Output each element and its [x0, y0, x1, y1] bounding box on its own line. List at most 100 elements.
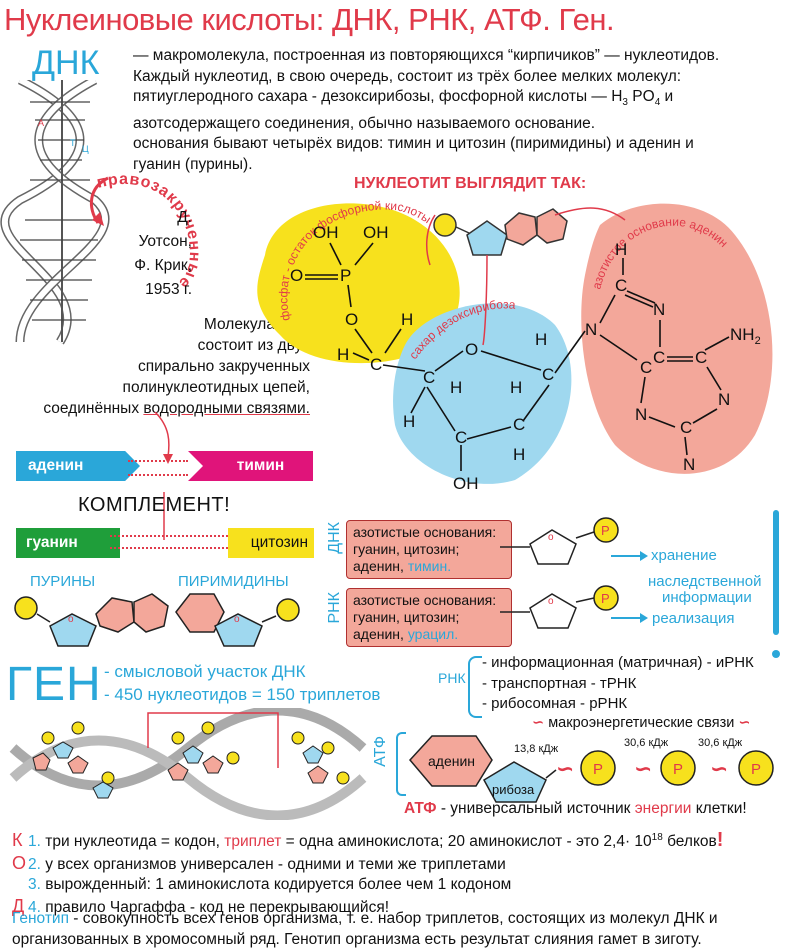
intro-line: основания бывают четырёх видов: тимин и … — [133, 135, 694, 153]
energy-label: 30,6 кДж — [698, 737, 743, 749]
box-line: аденин, урацил. — [353, 626, 459, 642]
p-letter: P — [673, 761, 683, 778]
svg-text:o: o — [548, 596, 554, 607]
atom: C — [680, 418, 692, 437]
atom: NH2 — [730, 325, 761, 347]
atom: C — [695, 348, 707, 367]
svg-text:∽: ∽ — [710, 756, 728, 781]
purines-label: ПУРИНЫ — [30, 573, 96, 590]
rnk-bases-box: азотистые основания: гуанин, цитозин; ад… — [346, 588, 512, 647]
genotype-definition: Генотип - совокупность всех генов органи… — [12, 910, 718, 948]
atf-description: АТФ - универсальный источник энергии кле… — [404, 800, 747, 817]
svg-text:o: o — [68, 614, 74, 625]
atp-adenine: аденин — [428, 753, 475, 769]
atom: OH — [453, 474, 479, 493]
helix-letter: А — [38, 118, 44, 128]
complement-heading: КОМПЛЕМЕНТ! — [78, 494, 231, 516]
box-line: гуанин, цитозин; — [353, 541, 460, 557]
atom: H — [403, 412, 415, 431]
nucleotide-diagram: фосфат - остаток фосфорной кислоты сахар… — [257, 199, 773, 493]
atom: H — [450, 378, 462, 397]
twist-label: правозакрученные — [89, 171, 202, 292]
atf-brace — [396, 732, 406, 796]
atom: C — [542, 365, 554, 384]
atom: C — [370, 355, 382, 374]
phosphate-blob — [257, 203, 460, 364]
p-letter: P — [601, 591, 610, 606]
blue-divider — [773, 510, 779, 635]
rnk-types-label: РНК — [438, 670, 466, 686]
mol-line: соединённых водородными связями. — [43, 400, 310, 417]
atom: O — [465, 340, 478, 359]
atom: N — [585, 320, 597, 339]
svg-text:o: o — [234, 614, 240, 625]
box-line: аденин, тимин. — [353, 558, 452, 574]
dna-heading: ДНК — [32, 44, 100, 82]
guanine-box: гуанин — [16, 528, 120, 558]
atom: H — [615, 240, 627, 259]
author-line: Д. Уотсон, — [138, 209, 192, 250]
intro-text: — макромолекула, построенная из повторяю… — [133, 46, 783, 175]
gene-dna-illustration — [9, 708, 367, 820]
adenine-box: аденин — [16, 451, 140, 481]
macro-bonds-label: ∽ макроэнергетические связи ∽ — [532, 715, 751, 731]
mol-line: состоит из двух — [197, 337, 310, 354]
atom: P — [340, 266, 351, 285]
guanine-label: гуанин — [26, 534, 78, 551]
box-line: азотистые основания: — [353, 592, 497, 608]
page-title: Нуклеиновые кислоты: ДНК, РНК, АТФ. Ген. — [4, 2, 615, 37]
atom: H — [337, 345, 349, 364]
atp-diagram: аденин рибоза 13,8 кДж 30,6 кДж 30,6 кДж… — [409, 735, 774, 803]
atom: H — [535, 330, 547, 349]
gene-line: - 450 нуклеотидов = 150 триплетов — [104, 685, 381, 704]
adenine-label: аденин — [28, 457, 84, 474]
thymine-box: тимин — [188, 451, 313, 481]
atom: N — [653, 300, 665, 319]
svg-text:∽: ∽ — [556, 756, 574, 781]
purine-pyrimidine-icons: o o — [14, 593, 300, 647]
base-blob — [581, 203, 773, 474]
blue-dot — [772, 650, 780, 658]
atf-side-label: АТФ — [372, 736, 389, 767]
mol-line: полинуклеотидных цепей, — [122, 379, 310, 396]
atom: OH — [313, 223, 339, 242]
code-item: 3. вырожденный: 1 аминокислота кодируетс… — [28, 876, 512, 894]
connector-lines — [154, 412, 173, 540]
atom: O — [345, 310, 358, 329]
nucleotide-heading: НУКЛЕОТИТ ВЫГЛЯДИТ ТАК: — [354, 175, 587, 192]
atom: OH — [363, 223, 389, 242]
p-letter: P — [601, 523, 610, 538]
role-arrows — [611, 551, 648, 623]
atom: C — [423, 368, 435, 387]
hydrogen-bond — [128, 460, 188, 476]
svg-text:∽: ∽ — [634, 756, 652, 781]
intro-line: азотсодержащего соединения, обычно назыв… — [133, 114, 596, 132]
nucleotide-icons: o P o P — [500, 517, 619, 629]
dnk-bases-box: азотистые основания: гуанин, цитозин; ад… — [346, 520, 512, 579]
atom: H — [401, 310, 413, 329]
atom: H — [513, 445, 525, 464]
role-realization: реализация — [652, 610, 735, 627]
rnk-type-item: - транспортная - тРНК — [482, 674, 637, 692]
role-info2: информации — [662, 589, 752, 606]
thymine-label: тимин — [236, 457, 285, 474]
atom: N — [718, 390, 730, 409]
author-line: 1953 г. — [145, 281, 192, 298]
cytosine-box: цитозин — [228, 528, 314, 558]
atom: C — [640, 358, 652, 377]
intro-line: — макромолекула, построенная из повторяю… — [133, 47, 720, 64]
dnk-side-label: ДНК — [326, 522, 343, 554]
atom: C — [455, 428, 467, 447]
role-info1: наследственной — [648, 573, 762, 590]
atom: H — [510, 378, 522, 397]
author-line: Ф. Крик, — [134, 257, 192, 274]
atp-ribose: рибоза — [492, 782, 535, 797]
authors: Д. Уотсон, Ф. Крик, 1953 г. — [120, 206, 192, 302]
helix-letter: Т — [70, 138, 76, 148]
atom: C — [615, 276, 627, 295]
gene-heading: ГЕН — [6, 658, 102, 711]
